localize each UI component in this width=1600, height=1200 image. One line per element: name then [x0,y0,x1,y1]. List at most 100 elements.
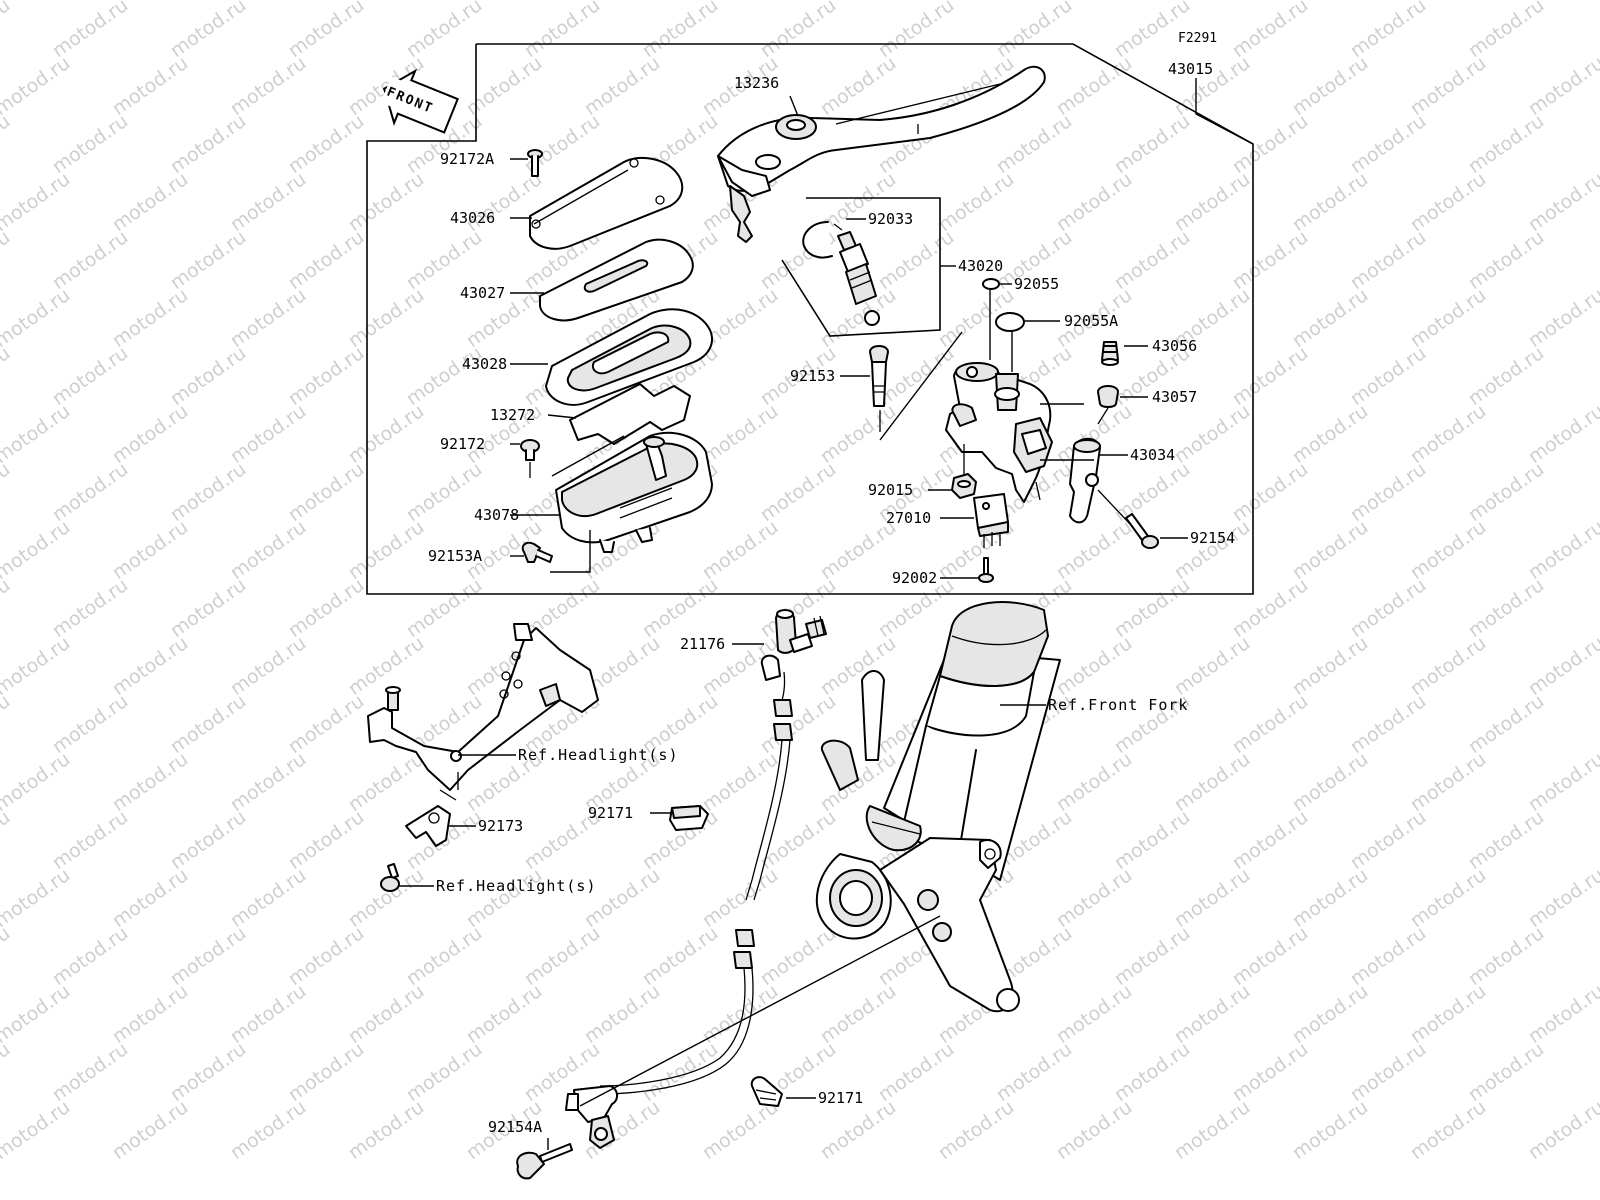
label-92154a: 92154A [488,1118,542,1136]
label-43078: 43078 [474,506,519,524]
watermark-text: motod.ru [344,168,428,236]
watermark-text: motod.ru [226,1096,310,1164]
label-43028: 43028 [462,355,507,373]
label-ref-headlight-2: Ref.Headlight(s) [436,877,597,895]
watermark-text: motod.ru [1052,864,1136,932]
label-92153: 92153 [790,367,835,385]
label-92055a: 92055A [1064,312,1118,330]
watermark-text: motod.ru [1524,1096,1600,1164]
watermark-text: motod.ru [816,980,900,1048]
label-27010: 27010 [886,509,931,527]
watermark-text: motod.ru [108,864,192,932]
watermark-text: motod.ru [344,1096,428,1164]
watermark-text: motod.ru [1406,980,1490,1048]
label-43056: 43056 [1152,337,1197,355]
reservoir-float [569,383,691,445]
watermark-text: motod.ru [1524,168,1600,236]
watermark-text: motod.ru [816,632,900,700]
watermark-text: motod.ru [1406,400,1490,468]
watermark-text: motod.ru [226,168,310,236]
label-92172: 92172 [440,435,485,453]
watermark-text: motod.ru [108,400,192,468]
watermark-text: motod.ru [226,284,310,352]
watermark-text: motod.ru [698,1096,782,1164]
watermark-text: motod.ru [1288,632,1372,700]
watermark-text: motod.ru [108,748,192,816]
watermark-text: motod.ru [344,864,428,932]
watermark-text: motod.ru [1288,400,1372,468]
label-92171-upper: 92171 [588,804,633,822]
watermark-text: motod.ru [1052,516,1136,584]
watermark-text: motod.ru [1052,52,1136,120]
watermark-text: motod.ru [816,52,900,120]
watermark-text: motod.ru [1406,52,1490,120]
watermark-text: motod.ru [1524,632,1600,700]
oring-92055a [995,312,1025,332]
watermark-text: motod.ru [0,458,14,526]
watermark-text: motod.ru [698,516,782,584]
watermark-text: motod.ru [226,632,310,700]
watermark-text: motod.ru [1406,168,1490,236]
watermark-text: motod.ru [108,632,192,700]
watermark-text: motod.ru [698,980,782,1048]
clip-92171-lower [750,1076,783,1107]
watermark-text: motod.ru [580,864,664,932]
label-92002: 92002 [892,569,937,587]
watermark-text: motod.ru [1170,980,1254,1048]
headlight-bolt [380,863,400,892]
watermark-text: motod.ru [1524,516,1600,584]
watermark-text: motod.ru [0,922,14,990]
watermark-text: motod.ru [0,864,74,932]
label-ref-headlight-1: Ref.Headlight(s) [518,746,679,764]
washer-92055 [982,278,1000,290]
watermark-text: motod.ru [1524,284,1600,352]
reservoir-diaphragm [545,308,713,406]
watermark-text: motod.ru [1406,864,1490,932]
watermark-text: motod.ru [1170,400,1254,468]
watermark-text: motod.ru [1524,748,1600,816]
watermark-text: motod.ru [1288,516,1372,584]
watermark-text: motod.ru [1288,284,1372,352]
watermark-text: motod.ru [462,52,546,120]
watermark-text: motod.ru [108,516,192,584]
watermark-text: motod.ru [0,110,14,178]
watermark-text: motod.ru [1052,632,1136,700]
bleeder-valve-43056 [1101,341,1119,366]
watermark-text: motod.ru [1288,52,1372,120]
pivot-bolt-92153 [869,345,889,432]
piston-kit [837,231,880,326]
front-fork [815,601,1061,1013]
bolt-92154 [1125,513,1159,549]
assembly-outline [366,43,1254,595]
reservoir-body [555,431,713,553]
watermark-text: motod.ru [0,980,74,1048]
watermark-text: motod.ru [0,0,14,62]
watermark-text: motod.ru [1524,980,1600,1048]
watermark-text: motod.ru [1052,980,1136,1048]
watermark-text: motod.ru [1524,400,1600,468]
watermark-text: motod.ru [0,226,14,294]
label-92154: 92154 [1190,529,1235,547]
watermark-text: motod.ru [934,168,1018,236]
master-cylinder-body [945,362,1053,503]
watermark-text: motod.ru [1288,748,1372,816]
watermark-text: motod.ru [0,748,74,816]
watermark-text: motod.ru [1406,284,1490,352]
headlight-bracket [367,623,599,801]
label-92055: 92055 [1014,275,1059,293]
watermark-text: motod.ru [698,748,782,816]
watermark-text: motod.ru [344,400,428,468]
label-43057: 43057 [1152,388,1197,406]
watermark-text: motod.ru [1288,864,1372,932]
bleeder-cap-43057 [1097,385,1119,425]
watermark-text: motod.ru [816,400,900,468]
bolt-92154a [516,1143,573,1180]
screw-92002 [978,557,994,583]
watermark-text: motod.ru [1406,632,1490,700]
watermark-text: motod.ru [1170,748,1254,816]
watermark-text: motod.ru [0,1038,14,1106]
part-labels: 43015 13236 92172A 43026 92033 43020 920… [428,60,1235,1136]
screw-92172 [520,439,540,478]
label-92033: 92033 [868,210,913,228]
